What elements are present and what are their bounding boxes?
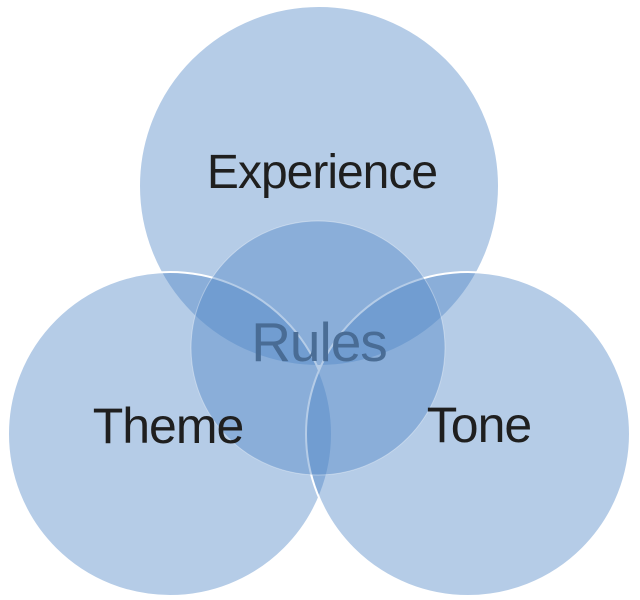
theme-label: Theme xyxy=(93,398,244,454)
theme-circle xyxy=(7,271,333,597)
rules-center-circle xyxy=(190,220,446,476)
experience-label: Experience xyxy=(207,146,437,199)
experience-circle xyxy=(138,5,500,367)
tone-label: Tone xyxy=(427,397,531,453)
rules-label: Rules xyxy=(251,311,387,373)
tone-circle xyxy=(305,271,631,597)
